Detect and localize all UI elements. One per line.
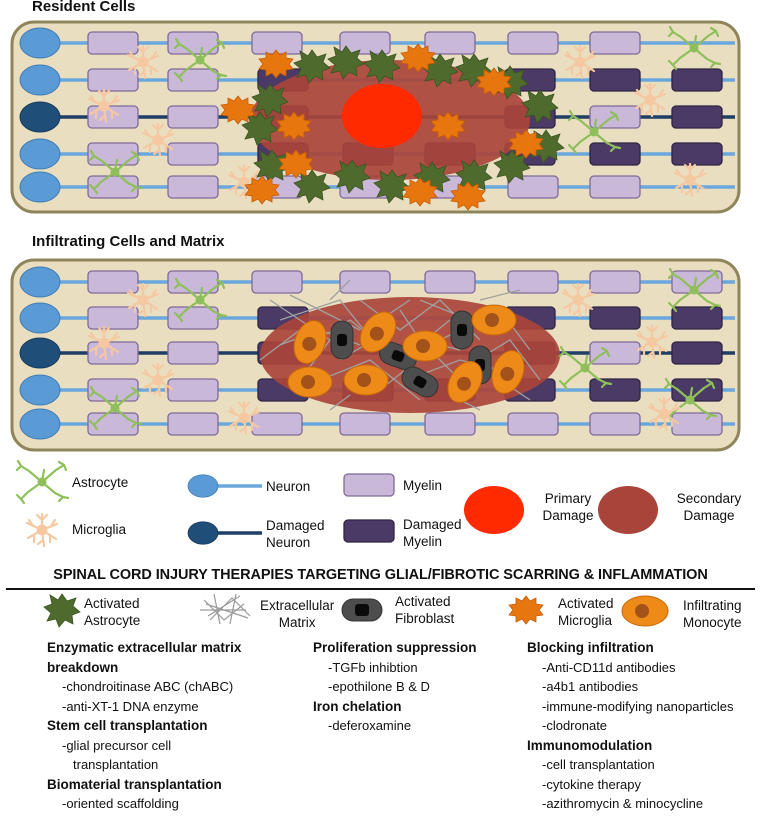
resident-cells-panel bbox=[10, 20, 741, 214]
therapies-legend-icons bbox=[43, 593, 669, 628]
spinal-cord-diagram bbox=[10, 20, 741, 548]
legend-damaged-neuron-label: Damaged Neuron bbox=[266, 518, 325, 550]
therapy-item: -clodronate bbox=[542, 718, 608, 733]
cell-legend bbox=[15, 459, 658, 548]
legend-neuron-label: Neuron bbox=[266, 479, 311, 494]
legend-activated-fibroblast-label: Activated Fibroblast bbox=[395, 594, 455, 626]
legend-microglia-label: Microglia bbox=[72, 522, 127, 537]
therapy-item: -azithromycin & minocycline bbox=[542, 796, 704, 811]
therapy-item: -epothilone B & D bbox=[328, 679, 430, 694]
therapy-heading-ecm-breakdown: Enzymatic extracellular matrix bbox=[47, 640, 242, 655]
therapy-heading-stem-cell: Stem cell transplantation bbox=[47, 718, 208, 733]
therapy-column-2: Proliferation suppression -TGFb inhibtio… bbox=[313, 638, 513, 736]
therapy-item: -chondroitinase ABC (chABC) bbox=[62, 679, 234, 694]
legend-infiltrating-monocyte-label: Infiltrating Monocyte bbox=[683, 598, 742, 630]
therapy-item: -oriented scaffolding bbox=[62, 796, 179, 811]
activated-microglia-icon bbox=[508, 595, 544, 625]
therapy-heading-blocking-infiltration: Blocking infiltration bbox=[527, 640, 654, 655]
legend-damaged-myelin-label: Damaged Myelin bbox=[403, 517, 462, 549]
therapy-item: -Anti-CD11d antibodies bbox=[542, 659, 676, 675]
therapy-item: -a4b1 antibodies bbox=[542, 679, 639, 694]
therapy-heading-immunomodulation: Immunomodulation bbox=[527, 737, 653, 753]
resident-cells-title: Resident Cells bbox=[32, 0, 136, 15]
therapy-column-1: Enzymatic extracellular matrix breakdown… bbox=[47, 638, 297, 814]
therapy-item: -glial precursor cell bbox=[62, 737, 172, 753]
legend-extracellular-matrix-label: Extracellular Matrix bbox=[260, 598, 335, 630]
therapy-column-3: Blocking infiltration -Anti-CD11d antibo… bbox=[527, 638, 757, 814]
therapy-item: -cell transplantation bbox=[542, 757, 655, 772]
legend-activated-microglia-label: Activated Microglia bbox=[558, 596, 614, 628]
therapy-item: -immune-modifying nanoparticles bbox=[542, 698, 734, 714]
extracellular-matrix-icon bbox=[200, 593, 251, 625]
therapy-item: -deferoxamine bbox=[328, 718, 412, 733]
legend-myelin-label: Myelin bbox=[403, 478, 443, 493]
therapy-heading-iron-chelation: Iron chelation bbox=[313, 698, 402, 714]
therapy-heading-proliferation: Proliferation suppression bbox=[313, 640, 477, 655]
therapy-item: -anti-XT-1 DNA enzyme bbox=[62, 698, 199, 714]
therapy-item: -cytokine therapy bbox=[542, 776, 641, 792]
therapy-item: -TGFb inhibtion bbox=[328, 659, 418, 675]
infiltrating-cells-panel bbox=[10, 258, 741, 452]
activated-astrocyte-icon bbox=[43, 593, 81, 628]
therapy-item: transplantation bbox=[73, 757, 159, 772]
legend-secondary-damage-label: Secondary Damage bbox=[676, 491, 742, 523]
activated-fibroblast-icon bbox=[341, 598, 383, 622]
legend-activated-astrocyte-label: Activated Astrocyte bbox=[84, 596, 141, 628]
therapies-title: SPINAL CORD INJURY THERAPIES TARGETING G… bbox=[53, 567, 708, 583]
therapy-heading-biomaterial: Biomaterial transplantation bbox=[47, 776, 222, 792]
legend-astrocyte-label: Astrocyte bbox=[72, 475, 129, 490]
therapies-divider bbox=[6, 588, 755, 590]
infiltrating-cells-title: Infiltrating Cells and Matrix bbox=[32, 233, 225, 250]
infiltrating-monocyte-icon bbox=[621, 595, 669, 627]
legend-primary-damage-label: Primary Damage bbox=[542, 491, 594, 523]
